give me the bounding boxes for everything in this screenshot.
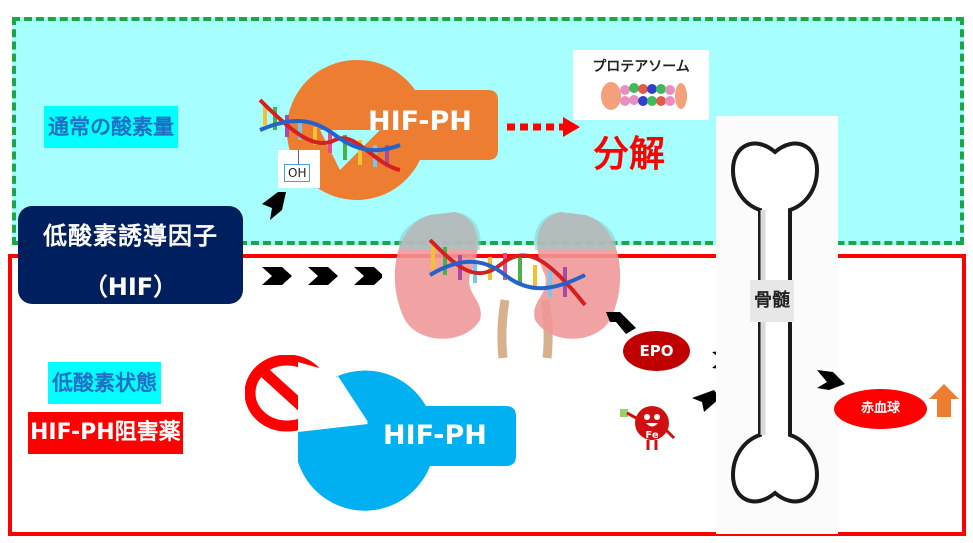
- hif-ph-normal-label: HIF-PH: [368, 106, 472, 137]
- degradation-label: 分解: [593, 134, 666, 175]
- epo-badge: EPO: [623, 331, 690, 371]
- chevron-to-epo-icon: [606, 312, 636, 334]
- proteasome-icon: [601, 82, 687, 110]
- hif-full-name: 低酸素誘導因子: [43, 222, 218, 250]
- red-blood-cell-badge: 赤血球: [834, 389, 927, 429]
- hif-box: 低酸素誘導因子 （HIF）: [18, 206, 243, 304]
- hypoxia-label: 低酸素状態: [48, 362, 161, 404]
- bone-marrow-label: 骨髄: [750, 280, 794, 322]
- bone-icon: [730, 141, 820, 504]
- dna-helix-kidney-icon: [428, 238, 587, 307]
- degradation-arrow-icon: [507, 117, 580, 137]
- increase-arrow-icon: [929, 384, 959, 417]
- proteasome-card: プロテアソーム: [573, 50, 709, 120]
- hydroxyl-tag: OH: [278, 150, 320, 188]
- chevron-iron-to-bone-icon: [692, 390, 720, 412]
- chevron-arrows-icon: [262, 267, 382, 285]
- iron-label: Fe: [645, 430, 658, 441]
- hif-ph-inhibited-label: HIF-PH: [383, 420, 487, 451]
- chevron-up-icon: [262, 192, 286, 220]
- dna-helix-icon: [258, 98, 401, 172]
- hypoxia-zone: [8, 254, 966, 536]
- kidneys-icon: [394, 212, 621, 359]
- hif-ph-enzyme-blue-icon: [298, 362, 516, 511]
- normal-oxygen-label: 通常の酸素量: [44, 106, 178, 148]
- iron-mascot-icon: Fe: [620, 406, 676, 450]
- hif-abbreviation: （HIF）: [83, 273, 178, 301]
- proteasome-label: プロテアソーム: [592, 59, 690, 75]
- chevron-to-rbc-icon: [817, 370, 845, 390]
- hif-ph-inhibitor-label: HIF-PH阻害薬: [28, 412, 183, 454]
